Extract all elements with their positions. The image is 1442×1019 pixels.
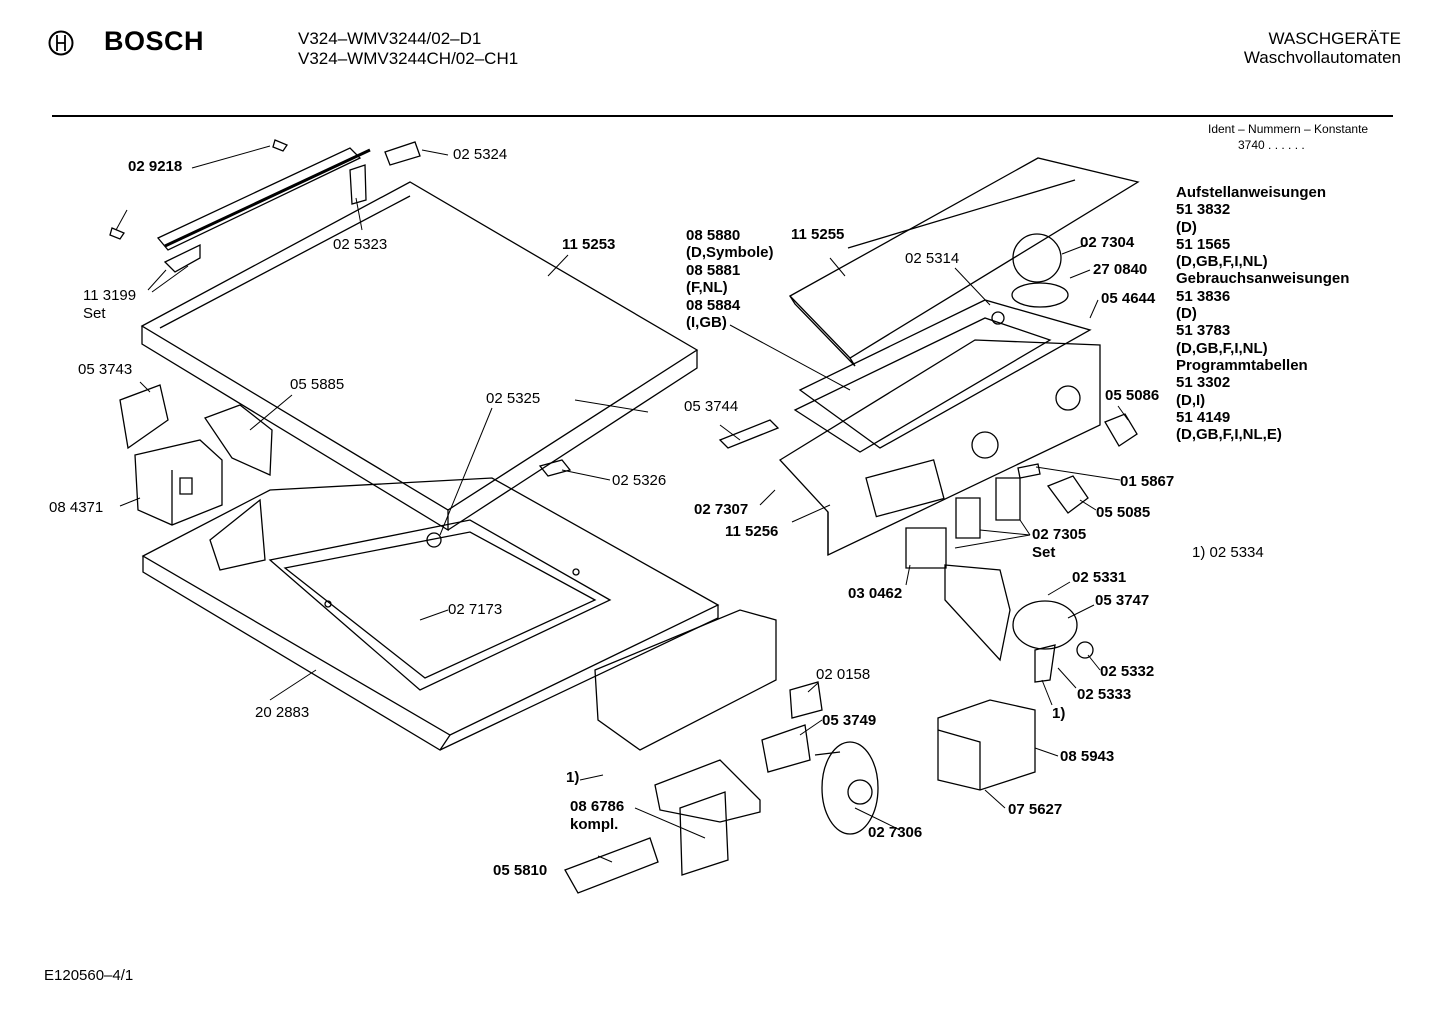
part-label: 05 5086 [1105,387,1160,404]
instruction-line: Aufstellanweisungen [1176,184,1327,201]
leader-lines [116,146,1128,862]
part-label: 02 5332 [1100,663,1155,680]
instruction-line: (D,GB,F,I,NL,E) [1176,426,1282,444]
instruction-line: 51 3302 [1176,374,1231,392]
ident-value: 3740 . . . . . . [1238,138,1305,152]
instruction-line: 51 3783 [1176,322,1231,340]
instruction-line: Programmtabellen [1176,356,1308,374]
instructions-list: Aufstellanweisungen 51 3832 (D) 51 1565 … [1176,184,1349,443]
part-label: 11 3199 [83,287,137,304]
part-label: 05 3743 [78,361,133,378]
instruction-line: (D) [1176,305,1197,323]
part-label: 03 0462 [848,585,903,602]
instruction-line: Gebrauchsanweisungen [1176,270,1350,288]
instruction-line: 51 3832 [1176,201,1231,219]
footnote: 1) 02 5334 [1192,544,1264,561]
part-label: 08 5881 [686,262,741,279]
part-label: 05 4644 [1101,290,1156,307]
control-panel [780,158,1138,555]
instruction-line: 51 1565 [1176,235,1231,253]
part-label: 02 5331 [1072,569,1127,586]
part-label: 08 5880 [686,227,741,244]
part-label: 02 7307 [694,501,749,518]
part-label: 02 7305 [1032,526,1087,543]
part-label: 02 9218 [128,158,183,175]
part-label: Set [83,305,106,322]
brand-name: BOSCH [104,26,205,56]
drawing-number: E120560–4/1 [44,967,134,984]
part-label: 02 5314 [905,250,960,267]
header-divider [52,115,1393,117]
part-label: 08 4371 [49,499,104,516]
part-label: 08 5884 [686,297,741,314]
part-label: Set [1032,544,1056,561]
part-label: (F,NL) [686,279,728,296]
part-label: 02 5333 [1077,686,1132,703]
part-label: 1) [1052,705,1066,722]
small-parts [540,414,1137,568]
part-label: (D,Symbole) [686,244,774,261]
ident-title: Ident – Nummern – Konstante [1208,122,1369,136]
instruction-line: (D,I) [1176,391,1206,409]
part-label: 07 5627 [1008,801,1063,818]
part-label: 08 5943 [1060,748,1115,765]
part-label: 20 2883 [255,704,310,721]
part-label: 27 0840 [1093,261,1148,278]
part-label: 02 5324 [453,146,508,163]
part-label: 02 7306 [868,824,923,841]
base-frame [143,478,718,750]
part-label: 02 5325 [486,390,541,407]
part-label: 05 5085 [1096,504,1151,521]
lower-assemblies [565,565,1093,893]
part-label: 02 7173 [448,601,503,618]
model-line-1: V324–WMV3244/02–D1 [298,29,482,48]
part-label: kompl. [570,816,619,833]
subcategory-title: Waschvollautomaten [1243,48,1401,67]
part-label: (I,GB) [686,314,727,331]
category-title: WASCHGERÄTE [1268,29,1401,48]
part-label: 11 5255 [791,226,845,243]
detergent-drawer [120,385,272,525]
part-label: 05 5810 [493,862,548,879]
part-label: 02 7304 [1080,234,1135,251]
instruction-line: 51 3836 [1176,287,1231,305]
part-label: 02 5323 [333,236,388,253]
model-line-2: V324–WMV3244CH/02–CH1 [298,49,519,68]
part-label: 05 5885 [290,376,345,393]
part-label: 11 5253 [562,236,616,253]
instruction-line: (D,GB,F,I,NL) [1176,339,1268,357]
part-label: 01 5867 [1120,473,1175,490]
instruction-line: (D) [1176,218,1197,236]
instruction-line: (D,GB,F,I,NL) [1176,253,1268,271]
part-label: 11 5256 [725,523,779,540]
part-label: 05 3747 [1095,592,1150,609]
instruction-line: 51 4149 [1176,408,1231,426]
top-cover-plate [142,182,697,530]
top-rail [110,140,420,272]
part-label: 02 0158 [816,666,871,683]
part-label: 05 3749 [822,712,877,729]
bosch-armature-icon [48,30,74,56]
part-label: 1) [566,769,580,786]
part-label: 05 3744 [684,398,739,415]
part-label: 02 5326 [612,472,667,489]
part-label: 08 6786 [570,798,625,815]
